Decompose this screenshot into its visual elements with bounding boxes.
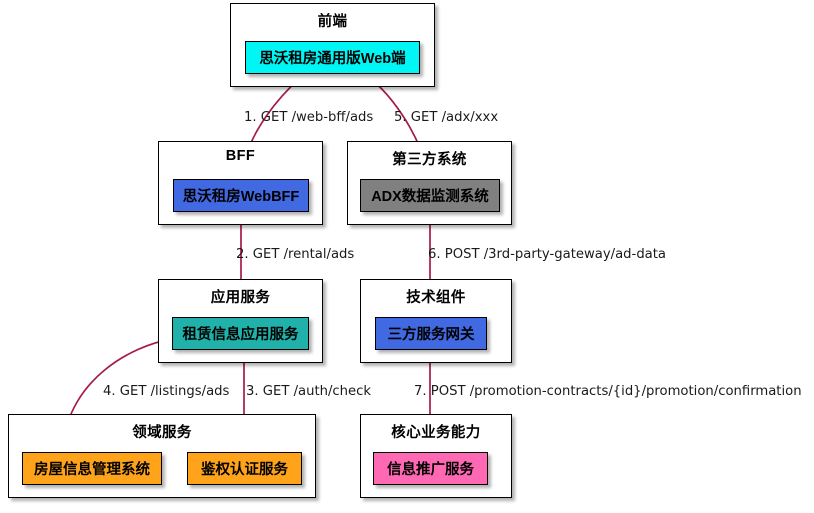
node-label-promotion: 信息推广服务	[387, 462, 474, 478]
node-label-webbff: 思沃租房WebBFF	[182, 189, 300, 205]
edge-label-2: 2. GET /rental/ads	[236, 247, 355, 262]
node-webbff[interactable]: 思沃租房WebBFF	[173, 179, 309, 212]
edge-label-6: 6. POST /3rd-party-gateway/ad-data	[428, 247, 667, 262]
edge-label-3: 3. GET /auth/check	[246, 384, 372, 399]
group-title-bff: BFF	[225, 148, 256, 164]
node-label-adx: ADX数据监测系统	[371, 189, 489, 205]
edge-label-1: 1. GET /web-bff/ads	[244, 110, 374, 125]
group-title-thirdparty: 第三方系统	[392, 152, 467, 168]
group-title-frontend: 前端	[317, 14, 348, 30]
edge-label-7: 7. POST /promotion-contracts/{id}/promot…	[414, 384, 802, 399]
node-label-house: 房屋信息管理系统	[34, 462, 150, 478]
group-title-coreability: 核心业务能力	[391, 425, 481, 441]
node-web[interactable]: 思沃租房通用版Web端	[245, 41, 420, 74]
node-house[interactable]: 房屋信息管理系统	[22, 452, 162, 485]
node-gateway[interactable]: 三方服务网关	[375, 317, 487, 350]
node-label-web: 思沃租房通用版Web端	[259, 51, 406, 67]
group-title-domainsvc: 领域服务	[132, 425, 192, 441]
edge-label-4: 4. GET /listings/ads	[103, 384, 230, 399]
group-title-techcomp: 技术组件	[406, 290, 466, 306]
node-label-auth: 鉴权认证服务	[201, 462, 288, 478]
node-adx[interactable]: ADX数据监测系统	[360, 179, 500, 212]
node-promotion[interactable]: 信息推广服务	[373, 452, 488, 485]
edge-label-5: 5. GET /adx/xxx	[394, 110, 499, 125]
node-auth[interactable]: 鉴权认证服务	[187, 452, 302, 485]
node-label-gateway: 三方服务网关	[387, 327, 475, 343]
group-title-appsvc: 应用服务	[210, 290, 271, 306]
node-rental[interactable]: 租赁信息应用服务	[172, 317, 309, 350]
node-label-rental: 租赁信息应用服务	[182, 327, 299, 343]
